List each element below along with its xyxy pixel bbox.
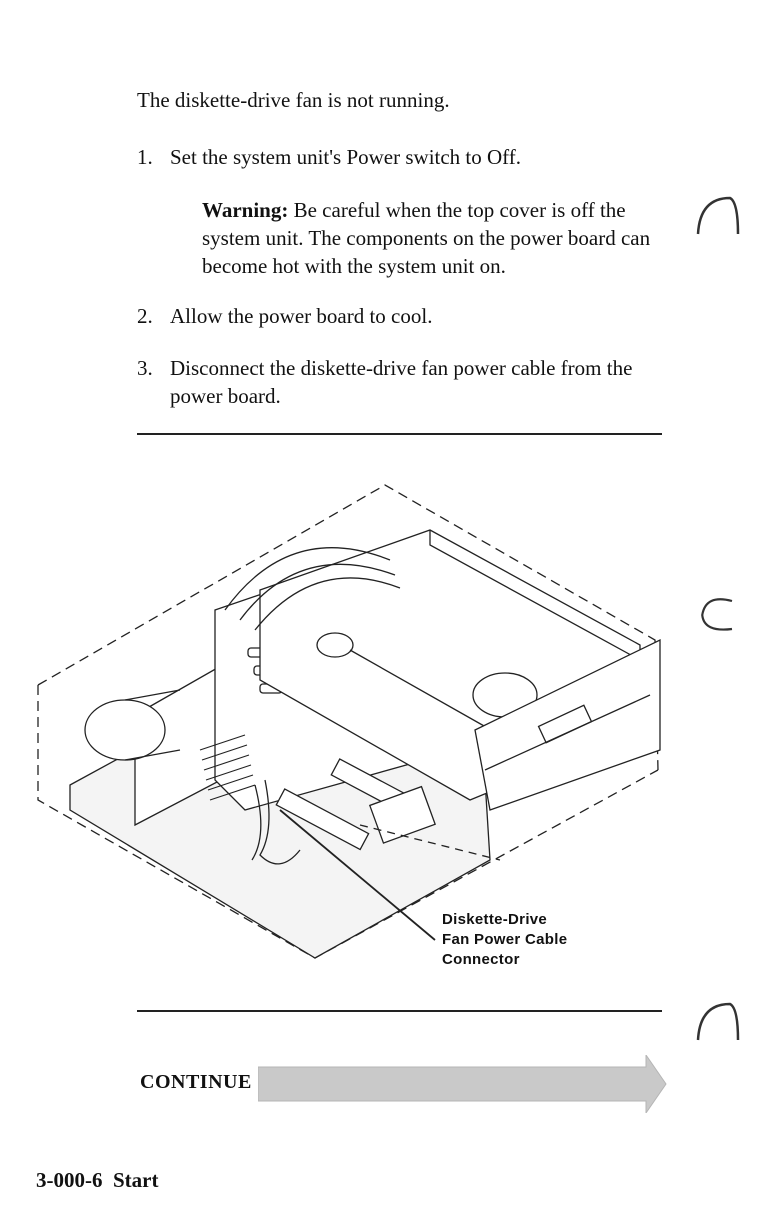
callout-line: Connector [442,951,520,968]
step-text: Allow the power board to cool. [170,304,433,328]
page-footer: 3-000-6 Start [36,1168,159,1192]
binder-tab-mark [696,196,740,235]
system-unit-illustration [37,484,661,959]
binder-tab-mark [696,1002,740,1041]
divider-bottom [137,1010,662,1012]
step-number: 3. [137,356,153,380]
binder-hole-mark [701,598,733,631]
step-text: Disconnect the diskette-drive fan power … [170,356,633,408]
callout-label: Diskette-Drive Fan Power Cable Connector [442,910,567,970]
step-number: 2. [137,304,153,328]
warning-label: Warning: [202,198,289,222]
continue-label: CONTINUE [140,1071,252,1093]
callout-line: Diskette-Drive [442,911,548,928]
step-number: 1. [137,145,153,169]
warning-note: Warning: Be careful when the top cover i… [202,196,662,280]
divider-top [137,433,662,435]
continue-arrow-icon[interactable] [258,1055,668,1113]
intro-text: The diskette-drive fan is not running. [137,88,450,112]
step-text: Set the system unit's Power switch to Of… [170,145,522,169]
warning-text: Be careful when the top cover is off the… [202,198,651,278]
callout-line: Fan Power Cable [442,931,568,948]
